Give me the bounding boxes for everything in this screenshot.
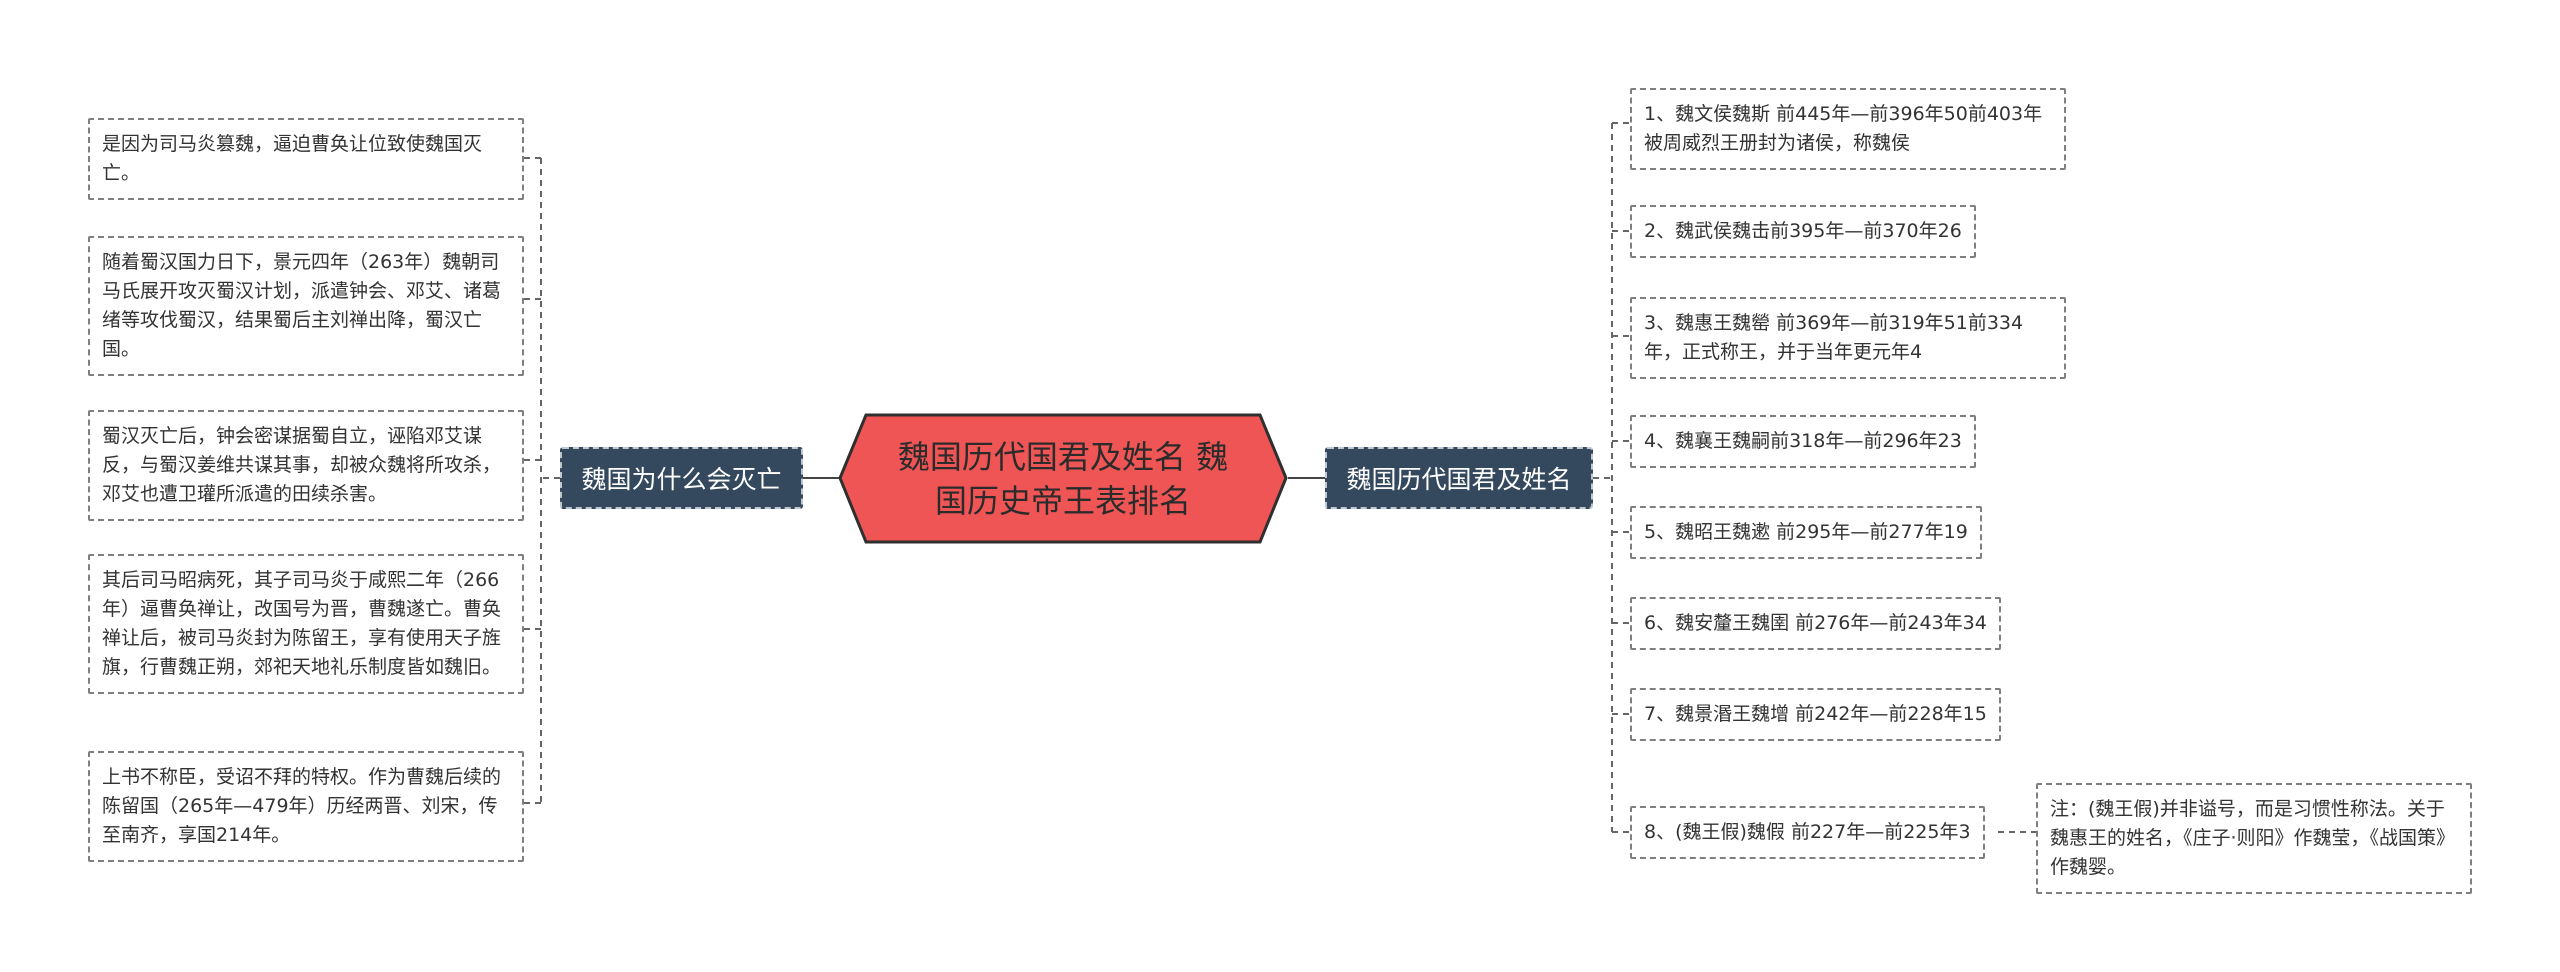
right-leaf-text: 8、(魏王假)魏假 前227年—前225年3 xyxy=(1644,821,1971,843)
central-topic[interactable]: 魏国历代国君及姓名 魏国历史帝王表排名 xyxy=(838,413,1288,544)
note-wei-wang-jia[interactable]: 注：(魏王假)并非谥号，而是习惯性称法。关于魏惠王的姓名，《庄子·则阳》作魏莹，… xyxy=(2036,783,2472,894)
left-leaf-text: 其后司马昭病死，其子司马炎于咸熙二年（266年）逼曹奂禅让，改国号为晋，曹魏遂亡… xyxy=(102,569,502,678)
right-leaf-text: 3、魏惠王魏罃 前369年—前319年51前334年，正式称王，并于当年更元年4 xyxy=(1644,312,2024,363)
right-leaf-text: 2、魏武侯魏击前395年—前370年26 xyxy=(1644,220,1962,242)
left-leaf-text: 上书不称臣，受诏不拜的特权。作为曹魏后续的陈留国（265年—479年）历经两晋、… xyxy=(102,766,502,846)
central-topic-shape xyxy=(838,413,1288,544)
right-leaf-text: 7、魏景湣王魏增 前242年—前228年15 xyxy=(1644,703,1987,725)
left-leaf-1[interactable]: 是因为司马炎篡魏，逼迫曹奂让位致使魏国灭亡。 xyxy=(88,118,524,200)
right-leaf-4[interactable]: 4、魏襄王魏嗣前318年—前296年23 xyxy=(1630,415,1976,468)
right-leaf-2[interactable]: 2、魏武侯魏击前395年—前370年26 xyxy=(1630,205,1976,258)
left-leaf-3[interactable]: 蜀汉灭亡后，钟会密谋据蜀自立，诬陷邓艾谋反，与蜀汉姜维共谋其事，却被众魏将所攻杀… xyxy=(88,410,524,521)
branch-why-wei-fell-label: 魏国为什么会灭亡 xyxy=(581,465,782,494)
left-leaf-4[interactable]: 其后司马昭病死，其子司马炎于咸熙二年（266年）逼曹奂禅让，改国号为晋，曹魏遂亡… xyxy=(88,554,524,694)
note-text: 注：(魏王假)并非谥号，而是习惯性称法。关于魏惠王的姓名，《庄子·则阳》作魏莹，… xyxy=(2050,798,2456,878)
right-leaf-text: 6、魏安釐王魏圉 前276年—前243年34 xyxy=(1644,612,1987,634)
left-leaf-text: 是因为司马炎篡魏，逼迫曹奂让位致使魏国灭亡。 xyxy=(102,133,483,184)
right-leaf-6[interactable]: 6、魏安釐王魏圉 前276年—前243年34 xyxy=(1630,597,2001,650)
right-leaf-3[interactable]: 3、魏惠王魏罃 前369年—前319年51前334年，正式称王，并于当年更元年4 xyxy=(1630,297,2066,379)
right-leaf-text: 4、魏襄王魏嗣前318年—前296年23 xyxy=(1644,430,1962,452)
left-leaf-2[interactable]: 随着蜀汉国力日下，景元四年（263年）魏朝司马氏展开攻灭蜀汉计划，派遣钟会、邓艾… xyxy=(88,236,524,376)
branch-wei-rulers-label: 魏国历代国君及姓名 xyxy=(1346,465,1572,494)
branch-wei-rulers[interactable]: 魏国历代国君及姓名 xyxy=(1325,447,1593,509)
right-leaf-text: 1、魏文侯魏斯 前445年—前396年50前403年被周威烈王册封为诸侯，称魏侯 xyxy=(1644,103,2043,154)
left-leaf-5[interactable]: 上书不称臣，受诏不拜的特权。作为曹魏后续的陈留国（265年—479年）历经两晋、… xyxy=(88,751,524,862)
right-leaf-7[interactable]: 7、魏景湣王魏增 前242年—前228年15 xyxy=(1630,688,2001,741)
left-leaf-text: 随着蜀汉国力日下，景元四年（263年）魏朝司马氏展开攻灭蜀汉计划，派遣钟会、邓艾… xyxy=(102,251,502,360)
right-leaf-1[interactable]: 1、魏文侯魏斯 前445年—前396年50前403年被周威烈王册封为诸侯，称魏侯 xyxy=(1630,88,2066,170)
left-leaf-text: 蜀汉灭亡后，钟会密谋据蜀自立，诬陷邓艾谋反，与蜀汉姜维共谋其事，却被众魏将所攻杀… xyxy=(102,425,502,505)
branch-why-wei-fell[interactable]: 魏国为什么会灭亡 xyxy=(560,447,803,509)
central-topic-title: 魏国历代国君及姓名 魏国历史帝王表排名 xyxy=(897,437,1229,520)
right-leaf-text: 5、魏昭王魏遬 前295年—前277年19 xyxy=(1644,521,1968,543)
right-leaf-8[interactable]: 8、(魏王假)魏假 前227年—前225年3 xyxy=(1630,806,1985,859)
right-leaf-5[interactable]: 5、魏昭王魏遬 前295年—前277年19 xyxy=(1630,506,1982,559)
